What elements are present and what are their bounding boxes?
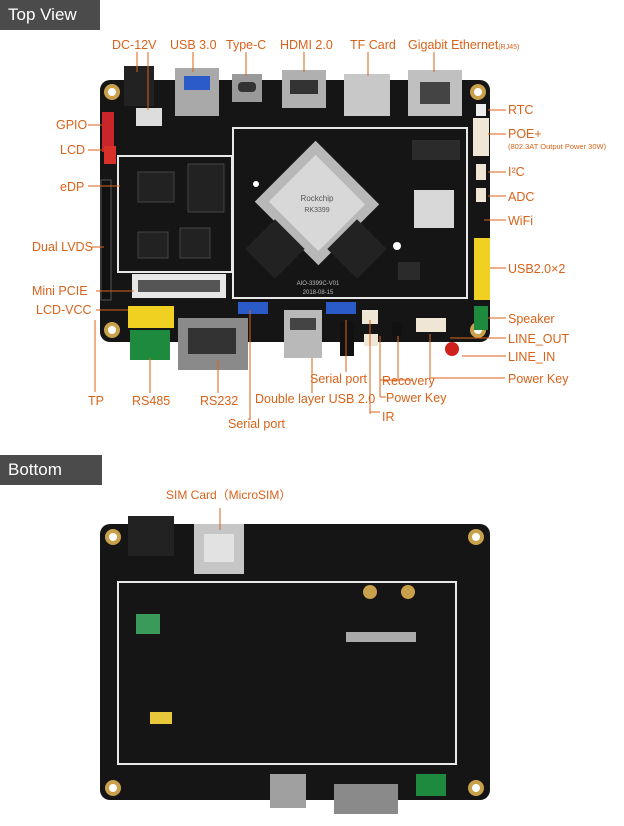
label-tp: TP <box>88 394 104 408</box>
rs485-terminal <box>130 330 170 360</box>
top-view-tag: Top View <box>0 0 100 30</box>
label-sim-card: SIM Card（MicroSIM） <box>166 488 292 502</box>
label-gigabit-ethernet: Gigabit Ethernet(RJ45) <box>408 38 519 55</box>
wifi-module <box>414 190 454 228</box>
label-hdmi: HDMI 2.0 <box>280 38 333 52</box>
ram-chip <box>327 219 387 279</box>
label-power-key-2: Power Key <box>508 372 569 386</box>
label-lcd: LCD <box>60 143 86 157</box>
poe-header <box>473 118 489 156</box>
label-ir: IR <box>382 410 395 424</box>
tf-card-slot <box>344 74 390 116</box>
label-rs232: RS232 <box>200 394 239 408</box>
label-power-key-1: Power Key <box>386 391 447 405</box>
label-rs485: RS485 <box>132 394 171 408</box>
label-serial-port-1: Serial port <box>228 417 285 431</box>
label-edp: eDP <box>60 180 85 194</box>
dc-jack <box>124 66 154 106</box>
label-adc: ADC <box>508 190 535 204</box>
label-serial-port-2: Serial port <box>310 372 367 386</box>
lvds-header <box>100 179 112 301</box>
label-poe: POE+ <box>508 127 542 141</box>
board-date-text: 2018-08-15 <box>303 290 334 296</box>
label-usb30: USB 3.0 <box>170 38 217 52</box>
ram-chip <box>245 219 305 279</box>
power-led <box>445 342 459 356</box>
board-id-text: AIO-3399C-V01 <box>297 281 340 287</box>
label-rtc: RTC <box>508 103 534 117</box>
label-gigabit-ethernet-text: Gigabit Ethernet <box>408 38 499 52</box>
label-speaker: Speaker <box>508 312 555 326</box>
label-i2c: I²C <box>508 165 525 179</box>
label-dual-lvds: Dual LVDS <box>32 240 93 254</box>
label-double-usb: Double layer USB 2.0 <box>255 392 376 406</box>
bottom-view-tag: Bottom View <box>0 455 102 509</box>
label-gigabit-ethernet-suffix: (RJ45) <box>498 44 520 51</box>
label-poe-note: (802.3AT Output Power 30W) <box>508 142 607 151</box>
label-tf-card: TF Card <box>350 38 396 52</box>
gpio-header <box>102 112 114 152</box>
usb20-header <box>474 238 490 300</box>
label-recovery: Recovery <box>382 374 435 388</box>
label-usb20x2: USB2.0×2 <box>508 262 566 276</box>
label-gpio: GPIO <box>56 118 88 132</box>
label-line-in: LINE_IN <box>508 350 556 364</box>
label-line-out: LINE_OUT <box>508 332 570 346</box>
label-lcd-vcc: LCD-VCC <box>36 303 92 317</box>
label-dc12v: DC-12V <box>112 38 157 52</box>
soc-model-text: RK3399 <box>304 207 329 214</box>
label-typec: Type-C <box>226 38 267 52</box>
label-mini-pcie: Mini PCIE <box>32 284 88 298</box>
bottom-board-pcb <box>100 524 490 800</box>
soc-area-outline <box>232 127 468 299</box>
speaker-terminal <box>474 306 488 330</box>
soc-brand-text: Rockchip <box>301 194 334 203</box>
bottom-outline <box>117 581 457 765</box>
label-wifi: WiFi <box>508 214 533 228</box>
